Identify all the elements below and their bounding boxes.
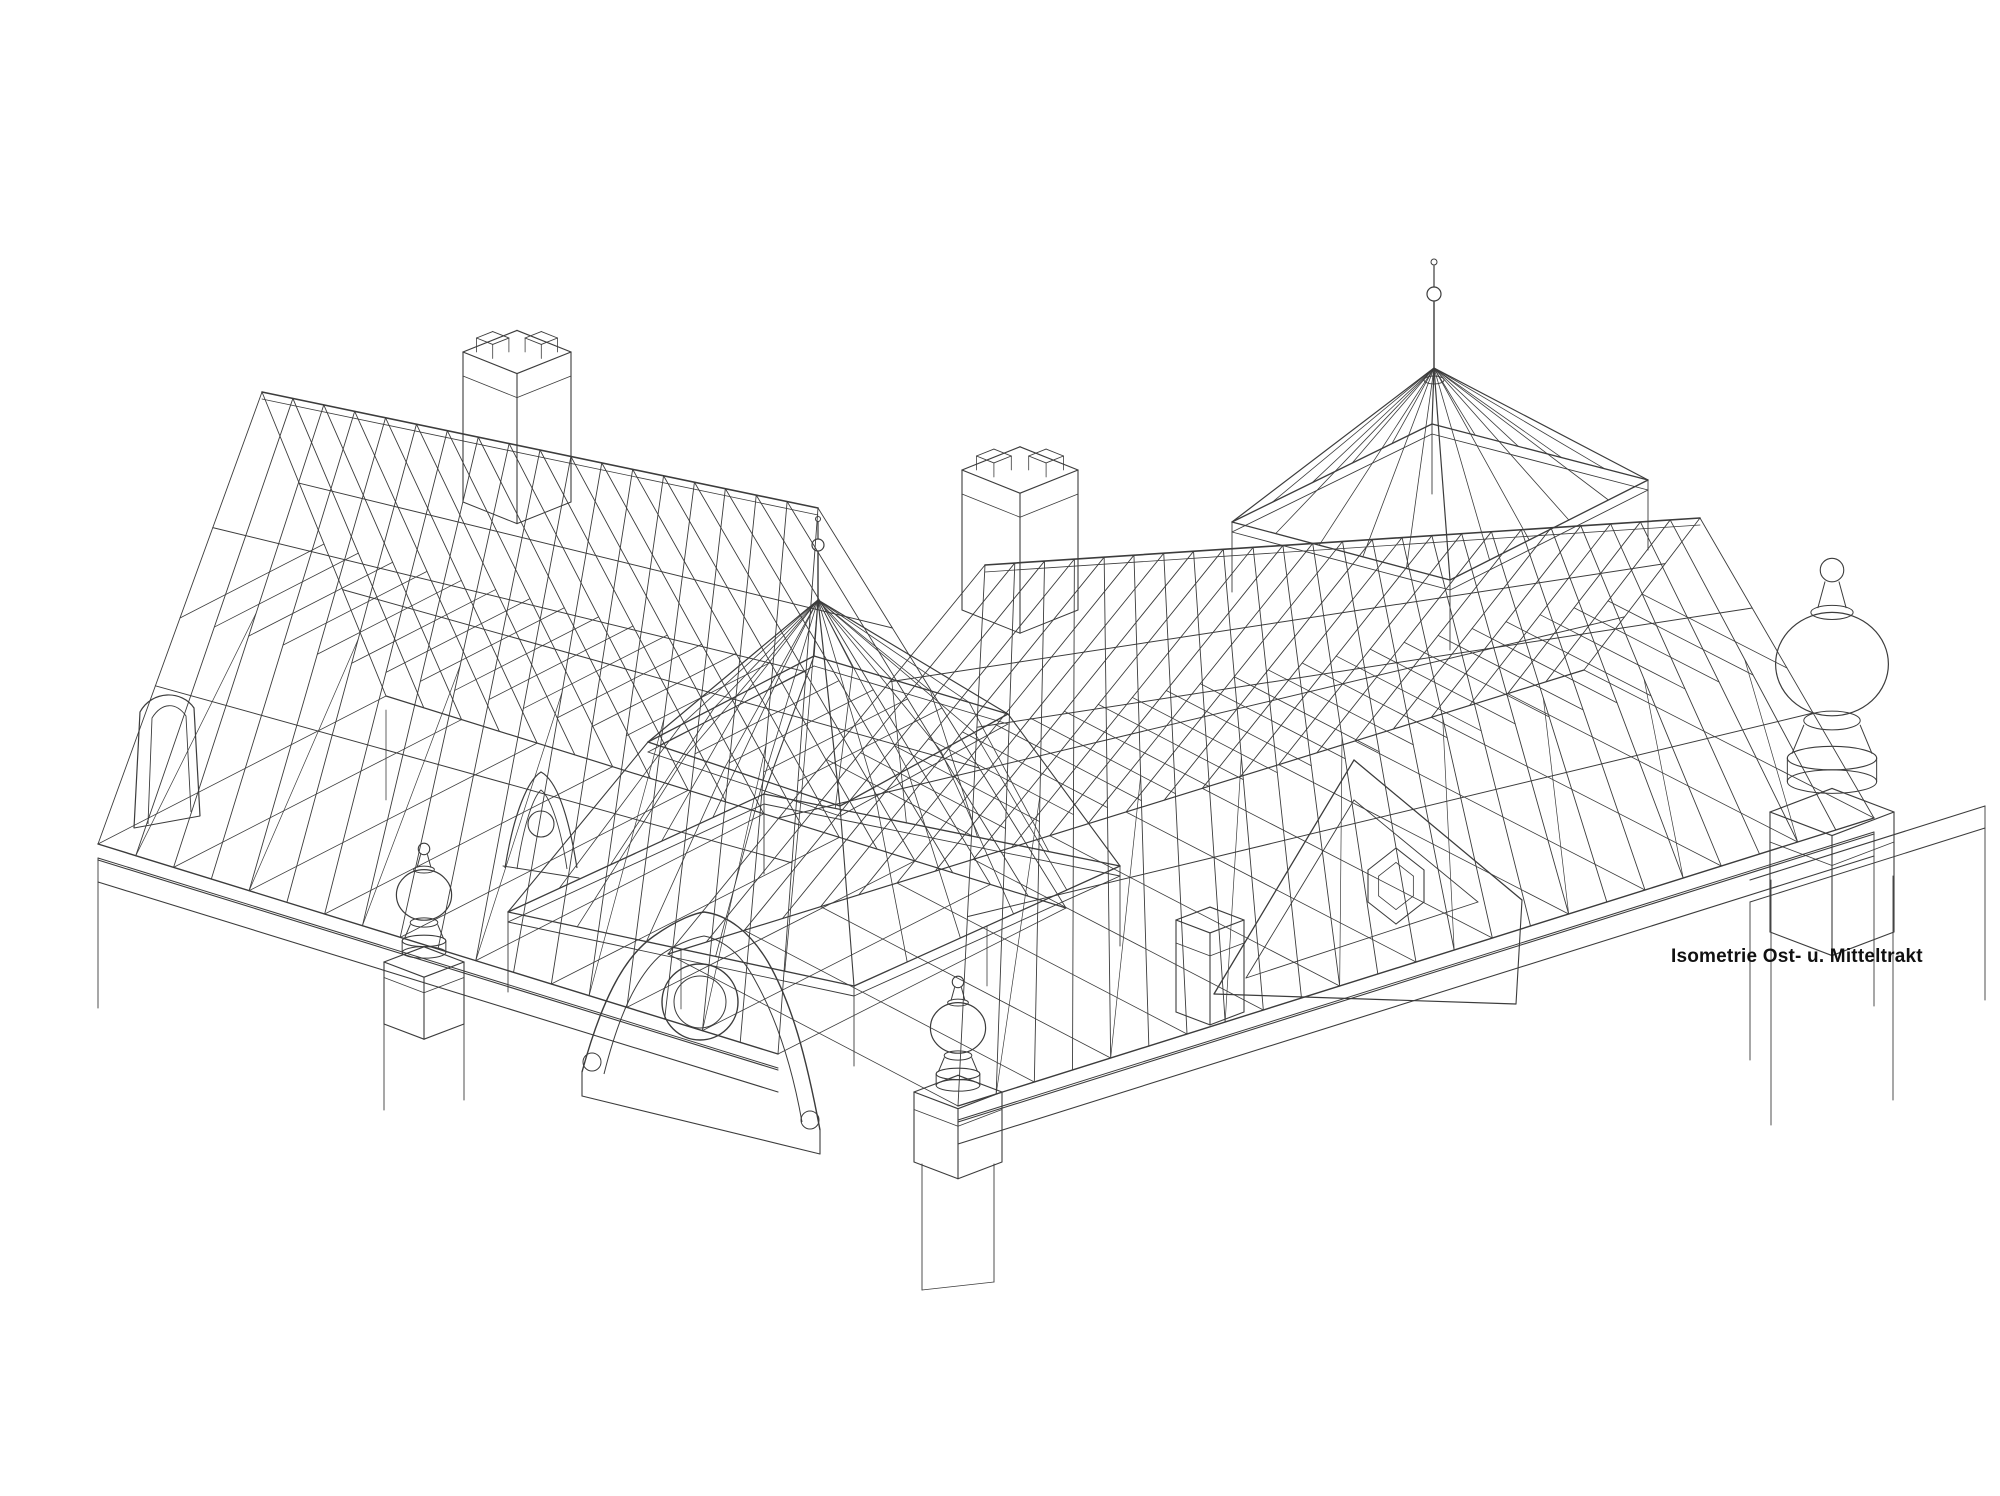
corner-tower-roof: [1231, 258, 1649, 651]
volute-gables: [133, 694, 821, 1155]
right-wing-roof-truss: [667, 517, 1875, 1121]
central-pavilion-roof: [507, 516, 1121, 1067]
chimneys: [462, 329, 1079, 634]
balustrade-urns: [383, 557, 1895, 1180]
dormers: [1175, 759, 1523, 1026]
drawing-caption: Isometrie Ost- u. Mitteltrakt: [1671, 946, 1923, 967]
